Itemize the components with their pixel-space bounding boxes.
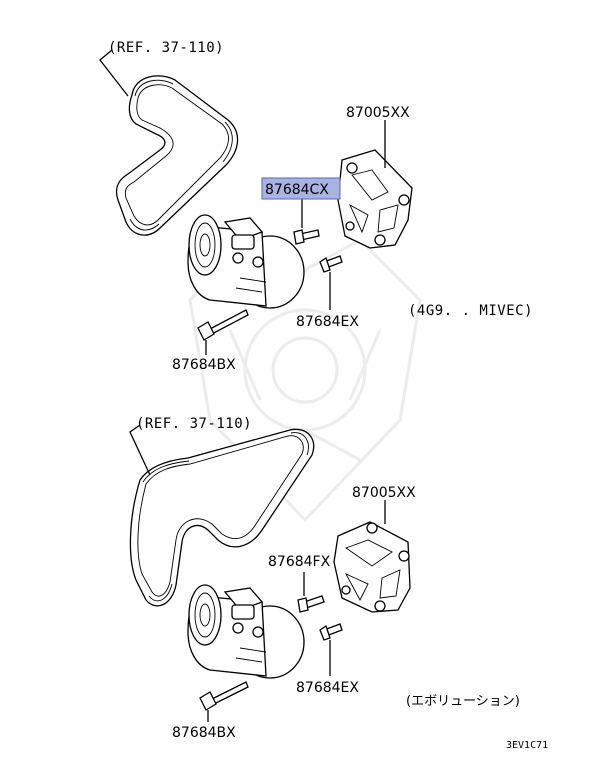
bottom-mounting-bracket[interactable] <box>333 521 411 613</box>
bottom-compressor-bolt-label[interactable]: 87684BX <box>172 725 236 741</box>
bottom-group: (REF. 37-110) 87684BX <box>129 416 520 741</box>
bottom-ac-compressor[interactable] <box>187 584 305 679</box>
bottom-bracket-label[interactable]: 87005XX <box>352 485 416 501</box>
top-ac-compressor[interactable] <box>187 214 305 309</box>
bottom-model-note: (エボリューション) <box>406 694 520 709</box>
bottom-compressor-bolt[interactable] <box>199 681 249 711</box>
top-drive-belt[interactable] <box>115 75 239 236</box>
top-compressor-bolt[interactable] <box>197 309 249 341</box>
bottom-lower-bolt-label[interactable]: 87684EX <box>296 680 359 696</box>
top-highlighted-bolt-label[interactable]: 87684CX <box>265 182 329 198</box>
top-lower-bolt-label[interactable]: 87684EX <box>296 314 359 330</box>
figure-code: 3EV1C71 <box>506 740 548 751</box>
bottom-drive-belt[interactable] <box>129 428 315 607</box>
bottom-bracket-bolt-lower[interactable] <box>319 623 343 641</box>
top-mounting-bracket[interactable] <box>337 149 413 249</box>
callout-highlight-box <box>261 177 341 200</box>
top-bracket-bolt-lower[interactable] <box>319 255 343 273</box>
top-bracket-label[interactable]: 87005XX <box>346 105 410 121</box>
top-highlighted-callout[interactable]: 87684CX <box>261 177 341 200</box>
top-engine-note: (4G9. . MIVEC) <box>408 303 533 319</box>
top-ref-label[interactable]: (REF. 37-110) <box>108 40 224 56</box>
bottom-bracket-bolt-upper[interactable] <box>297 595 325 613</box>
bottom-upper-bolt-label[interactable]: 87684FX <box>268 554 331 570</box>
bottom-ref-label[interactable]: (REF. 37-110) <box>136 416 252 432</box>
top-group: (REF. 37-110) 87684BX <box>99 40 533 373</box>
top-bracket-bolt-highlighted[interactable] <box>293 229 320 245</box>
top-compressor-bolt-label[interactable]: 87684BX <box>172 357 236 373</box>
